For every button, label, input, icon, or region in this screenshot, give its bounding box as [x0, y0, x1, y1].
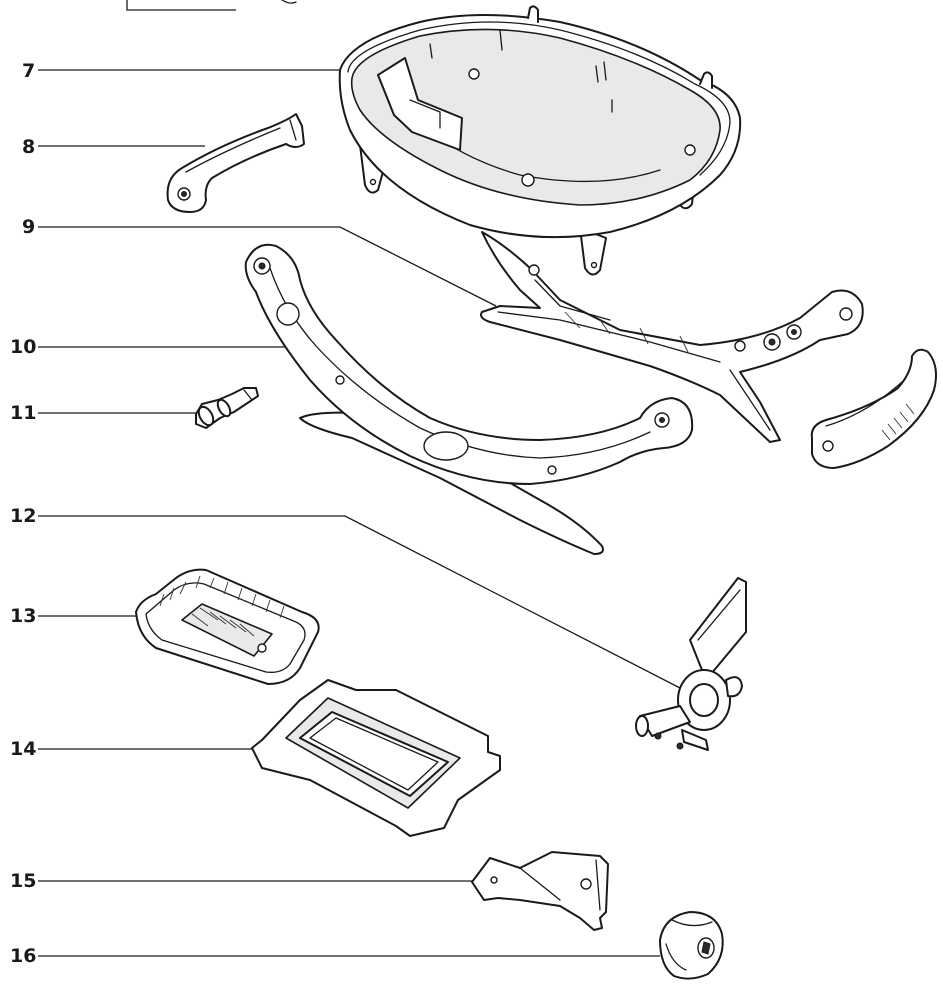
drip-pan-icon — [135, 568, 320, 685]
callout-11: 11 — [10, 402, 196, 424]
right-handle-icon — [810, 348, 937, 469]
catch-pan-holder-icon — [251, 679, 501, 837]
callout-number-16: 16 — [10, 945, 36, 967]
callout-number-7: 7 — [22, 60, 35, 82]
callout-number-8: 8 — [22, 136, 35, 158]
callout-number-11: 11 — [10, 402, 36, 424]
callout-number-9: 9 — [22, 216, 35, 238]
pin-icon — [195, 387, 259, 429]
callout-9: 9 — [22, 216, 497, 307]
mounting-bracket-icon — [471, 851, 609, 931]
control-knob-icon — [659, 911, 724, 980]
callout-number-12: 12 — [10, 505, 36, 527]
top-partial-frame — [126, 0, 297, 11]
callout-8: 8 — [22, 136, 205, 158]
callout-number-15: 15 — [10, 870, 36, 892]
left-handle-icon — [166, 113, 305, 213]
callout-7: 7 — [22, 60, 340, 82]
bowl-icon — [338, 5, 742, 276]
callout-12: 12 — [10, 505, 681, 689]
callout-number-13: 13 — [10, 605, 36, 627]
callout-number-10: 10 — [10, 336, 36, 358]
rear-leg-frame-icon — [480, 231, 864, 443]
callout-16: 16 — [10, 945, 660, 967]
regulator-valve-icon — [635, 577, 747, 751]
callout-13: 13 — [10, 605, 136, 627]
callout-14: 14 — [10, 738, 252, 760]
callout-15: 15 — [10, 870, 472, 892]
callout-10: 10 — [10, 336, 287, 358]
front-leg-frame-icon — [244, 243, 694, 555]
callout-number-14: 14 — [10, 738, 36, 760]
